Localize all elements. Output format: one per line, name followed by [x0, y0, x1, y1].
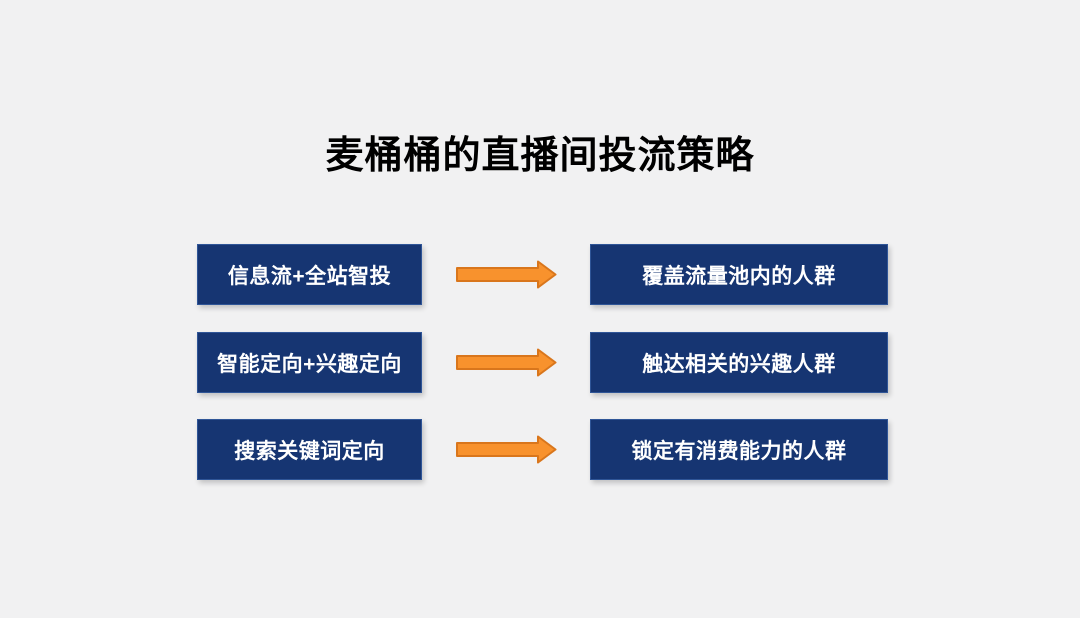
audience-box-row1: 覆盖流量池内的人群: [590, 244, 888, 305]
audience-box-label: 覆盖流量池内的人群: [642, 264, 836, 288]
right-arrow-icon: [456, 435, 557, 464]
audience-box-row3: 锁定有消费能力的人群: [590, 419, 888, 480]
strategy-box-row3: 搜索关键词定向: [197, 419, 422, 480]
strategy-box-row2: 智能定向+兴趣定向: [197, 332, 422, 393]
audience-box-row2: 触达相关的兴趣人群: [590, 332, 888, 393]
right-arrow-icon: [456, 260, 557, 289]
audience-box-label: 触达相关的兴趣人群: [642, 352, 836, 376]
strategy-box-label: 信息流+全站智投: [227, 264, 392, 288]
audience-box-label: 锁定有消费能力的人群: [631, 439, 847, 463]
right-arrow-icon: [456, 348, 557, 377]
strategy-box-row1: 信息流+全站智投: [197, 244, 422, 305]
strategy-box-label: 智能定向+兴趣定向: [217, 352, 402, 376]
page-title: 麦桶桶的直播间投流策略: [325, 135, 755, 177]
strategy-box-label: 搜索关键词定向: [234, 439, 385, 463]
